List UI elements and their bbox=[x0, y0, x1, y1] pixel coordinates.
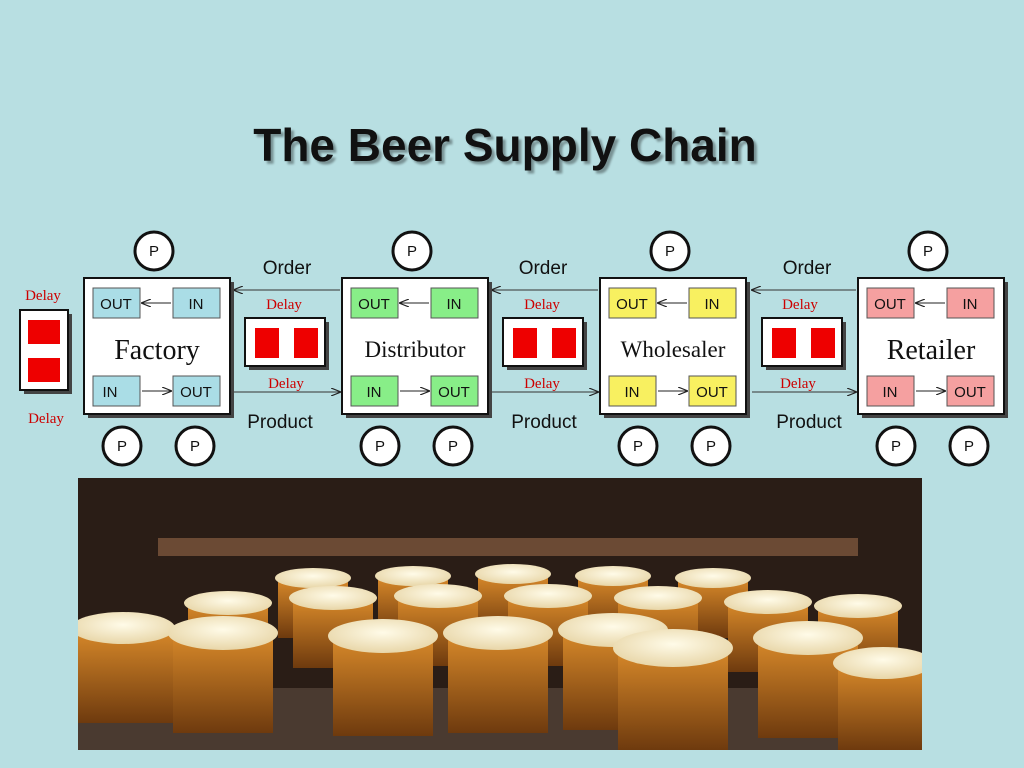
svg-text:IN: IN bbox=[705, 296, 720, 313]
delay-label: Delay bbox=[268, 376, 304, 392]
svg-text:P: P bbox=[375, 438, 385, 455]
svg-text:P: P bbox=[117, 438, 127, 455]
supply-chain-diagram: Order Order Order Product Product Produc… bbox=[19, 230, 1008, 467]
p-circle-icon: P bbox=[101, 425, 143, 467]
product-label: Product bbox=[247, 412, 313, 433]
node-name: Factory bbox=[114, 335, 200, 366]
svg-text:OUT: OUT bbox=[438, 384, 470, 401]
order-label: Order bbox=[263, 258, 312, 279]
svg-text:IN: IN bbox=[367, 384, 382, 401]
p-circle-icon: P bbox=[174, 425, 216, 467]
production-delay-block bbox=[19, 309, 72, 394]
svg-text:IN: IN bbox=[883, 384, 898, 401]
product-label: Product bbox=[511, 412, 577, 433]
svg-text:P: P bbox=[891, 438, 901, 455]
p-circles: P P P P P P P P bbox=[101, 230, 990, 467]
beer-mugs-photo bbox=[78, 478, 922, 750]
delay-label: Delay bbox=[266, 297, 302, 313]
p-circle-icon: P bbox=[359, 425, 401, 467]
node-distributor: OUT IN IN OUT Distributor bbox=[341, 277, 492, 418]
svg-text:OUT: OUT bbox=[696, 384, 728, 401]
p-circle-icon: P bbox=[391, 230, 433, 272]
delay-label: Delay bbox=[782, 297, 818, 313]
svg-text:P: P bbox=[149, 243, 159, 260]
svg-text:P: P bbox=[448, 438, 458, 455]
svg-text:P: P bbox=[190, 438, 200, 455]
delay-block bbox=[502, 317, 587, 370]
node-wholesaler: OUT IN IN OUT Wholesaler bbox=[599, 277, 750, 418]
p-circle-icon: P bbox=[133, 230, 175, 272]
node-factory: OUT IN IN OUT Factory bbox=[83, 277, 234, 418]
svg-text:P: P bbox=[706, 438, 716, 455]
node-name: Retailer bbox=[887, 335, 976, 366]
factory-out-order-box bbox=[92, 287, 141, 319]
p-circle-icon: P bbox=[690, 425, 732, 467]
svg-text:P: P bbox=[923, 243, 933, 260]
svg-text:IN: IN bbox=[625, 384, 640, 401]
svg-text:P: P bbox=[407, 243, 417, 260]
factory-out-product-box bbox=[172, 375, 221, 407]
node-retailer: OUT IN IN OUT Retailer bbox=[857, 277, 1008, 418]
p-circle-icon: P bbox=[432, 425, 474, 467]
beer-mugs-illustration bbox=[78, 478, 922, 750]
svg-text:IN: IN bbox=[963, 296, 978, 313]
svg-text:OUT: OUT bbox=[358, 296, 390, 313]
delay-block bbox=[761, 317, 846, 370]
product-label: Product bbox=[776, 412, 842, 433]
svg-text:OUT: OUT bbox=[180, 384, 212, 401]
factory-in-product-box bbox=[92, 375, 141, 407]
svg-text:P: P bbox=[633, 438, 643, 455]
factory-in-order-box bbox=[172, 287, 221, 319]
delay-label: Delay bbox=[524, 297, 560, 313]
order-label: Order bbox=[519, 258, 568, 279]
svg-text:OUT: OUT bbox=[616, 296, 648, 313]
node-name: Wholesaler bbox=[621, 337, 726, 362]
p-circle-icon: P bbox=[948, 425, 990, 467]
node-name: Distributor bbox=[365, 337, 466, 362]
delay-label: Delay bbox=[780, 376, 816, 392]
delay-label: Delay bbox=[25, 288, 61, 304]
svg-text:P: P bbox=[665, 243, 675, 260]
page-title: The Beer Supply Chain bbox=[253, 119, 757, 171]
svg-text:IN: IN bbox=[103, 384, 118, 401]
order-label: Order bbox=[783, 258, 832, 279]
delay-label: Delay bbox=[524, 376, 560, 392]
p-circle-icon: P bbox=[649, 230, 691, 272]
svg-text:IN: IN bbox=[447, 296, 462, 313]
delay-label: Delay bbox=[28, 411, 64, 427]
svg-text:OUT: OUT bbox=[954, 384, 986, 401]
svg-text:P: P bbox=[964, 438, 974, 455]
svg-text:OUT: OUT bbox=[874, 296, 906, 313]
svg-text:IN: IN bbox=[189, 296, 204, 313]
p-circle-icon: P bbox=[875, 425, 917, 467]
svg-text:OUT: OUT bbox=[100, 296, 132, 313]
p-circle-icon: P bbox=[617, 425, 659, 467]
p-circle-icon: P bbox=[907, 230, 949, 272]
delay-block bbox=[244, 317, 329, 370]
